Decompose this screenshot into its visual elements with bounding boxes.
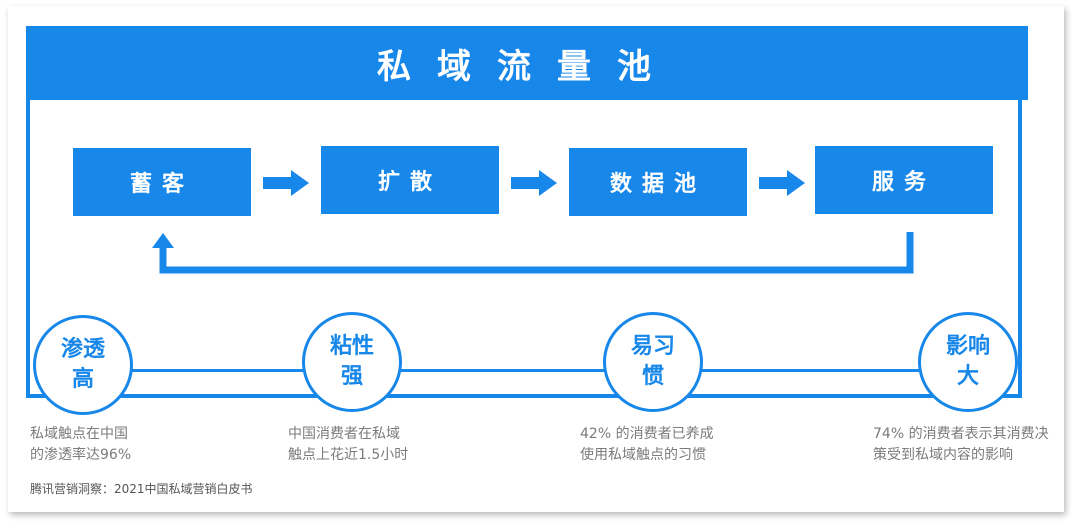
timeline-line	[60, 369, 1000, 372]
step-service: 服务	[815, 146, 993, 214]
pool-title: 私域流量池	[26, 26, 1028, 100]
feature-habit-label: 易习 惯	[630, 334, 675, 389]
feature-influence: 影响 大	[918, 312, 1018, 412]
arrow-right-icon	[263, 170, 309, 196]
feature-influence-label: 影响 大	[945, 334, 990, 389]
feature-penetration: 渗透 高	[33, 315, 133, 415]
feature-penetration-label: 渗透 高	[60, 337, 105, 392]
loop-back-arrow-icon	[152, 232, 914, 274]
pool-frame	[26, 26, 1022, 398]
feature-habit: 易习 惯	[603, 312, 703, 412]
feature-stickiness: 粘性 强	[302, 312, 402, 412]
arrow-right-icon	[511, 170, 557, 196]
feature-influence-desc: 74% 的消费者表示其消费决 策受到私域内容的影响	[873, 426, 1049, 463]
feature-stickiness-label: 粘性 强	[329, 334, 374, 389]
source-citation: 腾讯营销洞察：2021中国私域营销白皮书	[30, 482, 253, 496]
feature-stickiness-desc: 中国消费者在私域 触点上花近1.5小时	[288, 426, 409, 463]
step-spread: 扩散	[321, 146, 499, 214]
arrow-right-icon	[759, 170, 805, 196]
step-gather-customers: 蓄客	[73, 148, 251, 216]
feature-penetration-desc: 私域触点在中国 的渗透率达96%	[30, 426, 132, 463]
step-data-pool: 数据池	[569, 148, 747, 216]
feature-habit-desc: 42% 的消费者已养成 使用私域触点的习惯	[580, 426, 714, 463]
